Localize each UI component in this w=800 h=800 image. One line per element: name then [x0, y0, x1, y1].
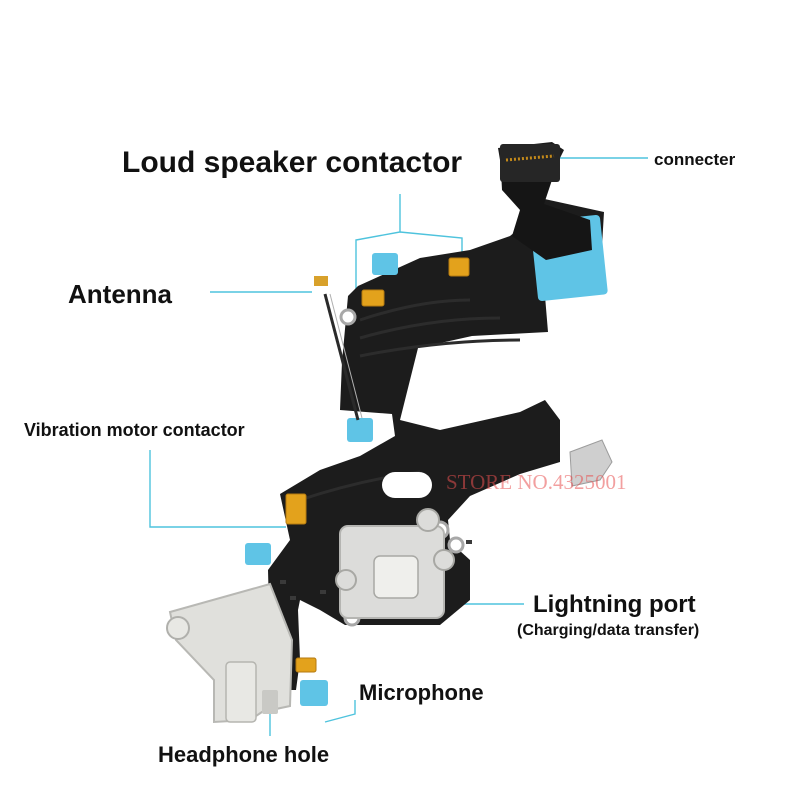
connector-arm: [280, 142, 604, 552]
port-opening: [373, 555, 419, 599]
mount-hole: [339, 308, 357, 326]
microphone-leader: [324, 700, 356, 723]
port-ear-left: [335, 569, 357, 591]
trace-lines: [299, 298, 521, 502]
smd: [290, 596, 296, 600]
label-headphone-hole: Headphone hole: [158, 742, 330, 767]
smd: [320, 590, 326, 594]
port-top-ear: [416, 508, 440, 532]
smd: [466, 540, 472, 544]
gold-pads: [285, 257, 470, 673]
speaker-pad-1: [361, 289, 385, 307]
antenna: [314, 276, 363, 421]
vibration-tab: [347, 418, 373, 442]
label-antenna: Antenna: [68, 279, 172, 309]
smd-components: [280, 540, 472, 600]
label-connecter: connecter: [654, 150, 736, 169]
vibration-leader: [149, 450, 286, 528]
mic-pad: [295, 657, 317, 673]
connector-pins: [505, 154, 555, 162]
connector-head: [500, 144, 560, 182]
antenna-wire-1: [323, 293, 360, 421]
label-vibration-motor-contactor: Vibration motor contactor: [24, 420, 245, 440]
port-ear-right: [433, 549, 455, 571]
mount-hole: [447, 536, 465, 554]
headphone-jack-housing: [166, 582, 294, 724]
antenna-tip: [314, 276, 328, 286]
label-microphone: Microphone: [359, 680, 484, 705]
smd: [280, 580, 286, 584]
metal-bracket: [569, 439, 613, 487]
oval-cutout: [382, 472, 432, 498]
label-lightning-port: Lightning port: [533, 591, 696, 618]
antenna-wire-2: [329, 293, 363, 419]
speaker-tab-1: [372, 253, 398, 275]
speaker-leader: [355, 194, 401, 296]
headphone-barrel: [225, 661, 257, 723]
speaker-pad-2: [448, 257, 470, 277]
headphone-ear: [166, 616, 190, 640]
headphone-tab: [245, 543, 271, 565]
label-loud-speaker-contactor: Loud speaker contactor: [122, 146, 463, 179]
mic-tab: [300, 680, 328, 706]
headphone-hole: [262, 690, 278, 714]
vibration-pad: [285, 493, 307, 525]
lightning-port-housing: [335, 508, 455, 619]
label-lightning-port-subtitle: (Charging/data transfer): [517, 622, 700, 639]
watermark-text: STORE NO.4325001: [446, 470, 627, 494]
